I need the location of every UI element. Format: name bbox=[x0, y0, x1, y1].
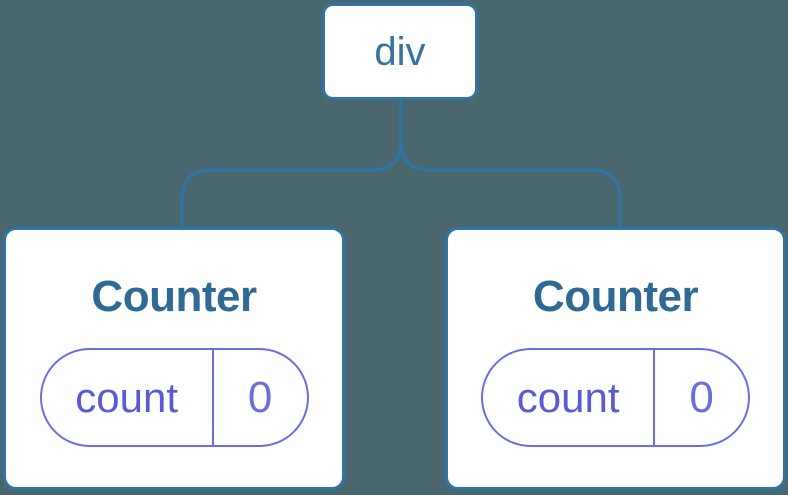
component-title: Counter bbox=[91, 272, 257, 321]
state-value: 0 bbox=[247, 372, 273, 422]
tree-node-div: div bbox=[322, 3, 478, 100]
edge-root-to-left-counter bbox=[180, 99, 403, 229]
div-node-label: div bbox=[374, 29, 426, 74]
state-badge: count 0 bbox=[481, 348, 750, 447]
state-badge: count 0 bbox=[39, 348, 309, 447]
state-key-label: count bbox=[483, 350, 656, 445]
component-title: Counter bbox=[532, 272, 699, 321]
state-value: 0 bbox=[689, 372, 714, 422]
edge-root-to-right-counter bbox=[399, 99, 622, 229]
counter-card-left: Counter count 0 bbox=[3, 227, 345, 490]
state-key-label: count bbox=[42, 350, 214, 445]
counter-card-right: Counter count 0 bbox=[445, 227, 786, 490]
